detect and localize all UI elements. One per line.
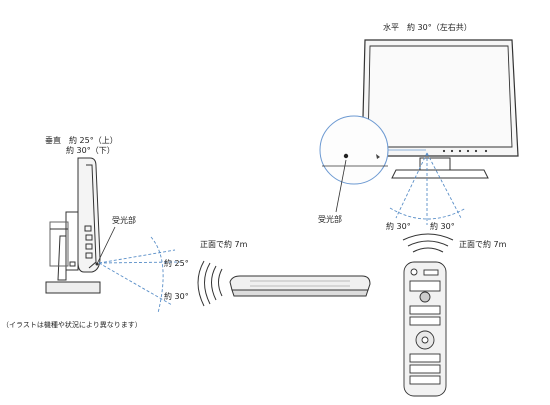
distance-label-left: 正面で約 7m [200, 240, 248, 249]
horizontal-angle-lines [389, 152, 467, 225]
vertical-angle-lines [98, 236, 181, 314]
horizontal-angle-label: 水平 約 30°（左右共） [383, 23, 472, 32]
receiver-callout-left [95, 226, 116, 266]
remote-control [403, 261, 447, 397]
distance-label-right: 正面で約 7m [459, 240, 507, 249]
angle-up-label: 約 25° [164, 259, 189, 268]
zoom-callout [319, 115, 426, 213]
note-label: （イラストは機種や状況により異なります） [2, 321, 142, 329]
angle-down-label: 約 30° [164, 292, 189, 301]
monitor-front-view [361, 39, 519, 179]
signal-waves-right [402, 233, 454, 253]
angle-right-label: 約 30° [430, 222, 455, 231]
signal-waves-left [197, 260, 223, 307]
receiver-label-right: 受光部 [318, 215, 342, 224]
monitor-side-view [45, 157, 101, 294]
vertical-angle-title: 垂直 約 25°（上） [45, 136, 118, 145]
keyboard [229, 275, 371, 297]
angle-left-label: 約 30° [386, 222, 411, 231]
receiver-label-left: 受光部 [112, 216, 136, 225]
vertical-angle-down: 約 30°（下） [66, 146, 115, 155]
